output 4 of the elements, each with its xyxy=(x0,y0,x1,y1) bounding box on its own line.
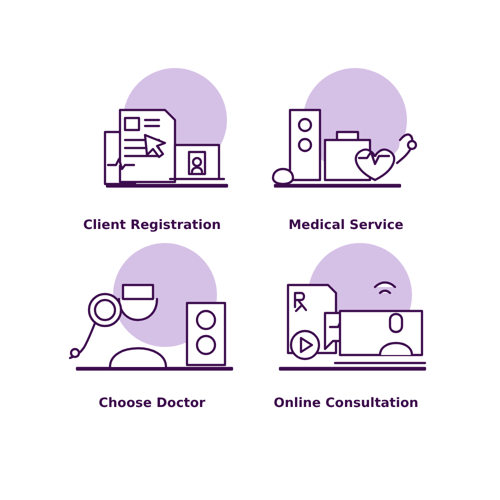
icon-caption: Medical Service xyxy=(287,218,405,233)
icon-caption: Online Consultation xyxy=(272,396,420,411)
icon-caption: Client Registration xyxy=(82,218,222,233)
icon-caption: Choose Doctor xyxy=(98,396,206,411)
